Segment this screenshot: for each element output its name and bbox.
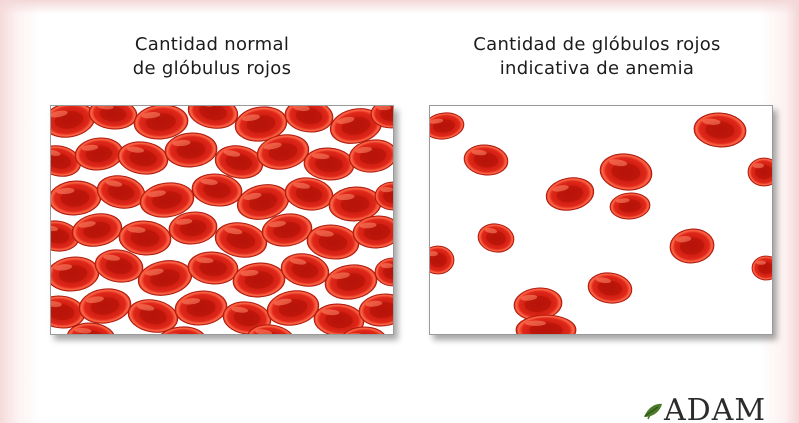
normal-caption-line-1: Cantidad normal — [134, 34, 290, 55]
red-blood-cell — [328, 186, 382, 222]
red-blood-cell — [94, 249, 144, 283]
red-blood-cell — [66, 322, 116, 334]
red-blood-cell — [78, 288, 132, 324]
red-blood-cell — [609, 192, 651, 220]
adam-logo-text: ADAM — [664, 393, 767, 423]
red-blood-cell — [324, 264, 378, 300]
red-blood-cell — [118, 220, 172, 256]
red-blood-cell — [236, 184, 290, 220]
red-blood-cell — [137, 260, 193, 296]
red-blood-cell — [74, 137, 124, 171]
red-blood-cell — [306, 224, 360, 260]
red-blood-cell — [430, 245, 455, 275]
red-blood-cell — [51, 180, 102, 216]
red-blood-cell — [164, 132, 218, 168]
red-blood-cell — [348, 139, 393, 173]
red-blood-cell — [370, 106, 393, 129]
red-blood-cell — [463, 144, 509, 176]
red-blood-cell — [96, 175, 146, 209]
red-blood-cell — [599, 153, 653, 191]
red-blood-cell — [280, 253, 330, 287]
anemia-caption-line-2: indicativa de anemia — [499, 58, 695, 79]
red-blood-cell — [515, 314, 577, 334]
red-blood-cell — [139, 182, 195, 218]
top-band — [0, 0, 799, 14]
red-blood-cell — [313, 303, 365, 334]
anemia-blood-cells-illustration — [430, 112, 772, 334]
adam-logo: ADAM — [640, 392, 799, 423]
red-blood-cell — [214, 145, 264, 179]
red-blood-cell — [352, 215, 393, 249]
normal-caption-line-2: de glóbulus rojos — [132, 58, 292, 79]
red-blood-cell — [174, 290, 228, 326]
red-blood-cell — [51, 145, 82, 177]
normal-blood-cells-panel — [50, 105, 394, 335]
red-blood-cell — [374, 181, 393, 211]
red-blood-cell — [545, 177, 595, 211]
red-blood-cell — [168, 211, 218, 245]
red-blood-cell — [88, 106, 138, 130]
red-blood-cell — [214, 222, 268, 258]
red-blood-cell — [51, 256, 100, 292]
red-blood-cell — [477, 223, 515, 253]
red-blood-cell — [303, 147, 355, 181]
red-blood-cell — [51, 220, 80, 252]
red-blood-cell — [693, 112, 747, 148]
red-blood-cell — [117, 141, 169, 175]
red-blood-cell — [329, 108, 383, 144]
red-blood-cell — [338, 326, 388, 334]
red-blood-cell — [669, 228, 715, 264]
adam-logo-leaf-icon — [644, 403, 662, 420]
red-blood-cell — [246, 324, 296, 334]
red-blood-cell — [51, 106, 96, 138]
red-blood-cell — [187, 251, 239, 285]
red-blood-cell — [284, 177, 334, 211]
normal-count-caption: Cantidad normal de glóbulus rojos — [62, 33, 362, 81]
anemia-blood-cells-panel — [429, 105, 773, 335]
red-blood-cell — [232, 262, 286, 298]
red-blood-cell — [71, 213, 123, 247]
red-blood-cell — [284, 106, 334, 133]
anemia-caption-line-1: Cantidad de glóbulos rojos — [473, 34, 721, 55]
red-blood-cell — [358, 293, 393, 327]
red-blood-cell — [155, 326, 207, 334]
red-blood-cell — [747, 157, 772, 187]
red-blood-cell — [374, 257, 393, 287]
red-blood-cell — [133, 106, 189, 140]
red-blood-cell — [261, 213, 313, 247]
red-blood-cell — [430, 112, 465, 140]
red-blood-cell — [51, 295, 86, 329]
red-blood-cell — [587, 272, 633, 304]
red-blood-cell — [127, 299, 179, 333]
red-blood-cell — [187, 106, 239, 129]
red-blood-cell — [751, 255, 772, 281]
normal-blood-cells-illustration — [51, 106, 393, 334]
red-blood-cell — [191, 173, 243, 207]
red-blood-cell — [256, 134, 310, 170]
red-blood-cell — [266, 290, 320, 326]
anemia-count-caption: Cantidad de glóbulos rojos indicativa de… — [402, 33, 792, 81]
